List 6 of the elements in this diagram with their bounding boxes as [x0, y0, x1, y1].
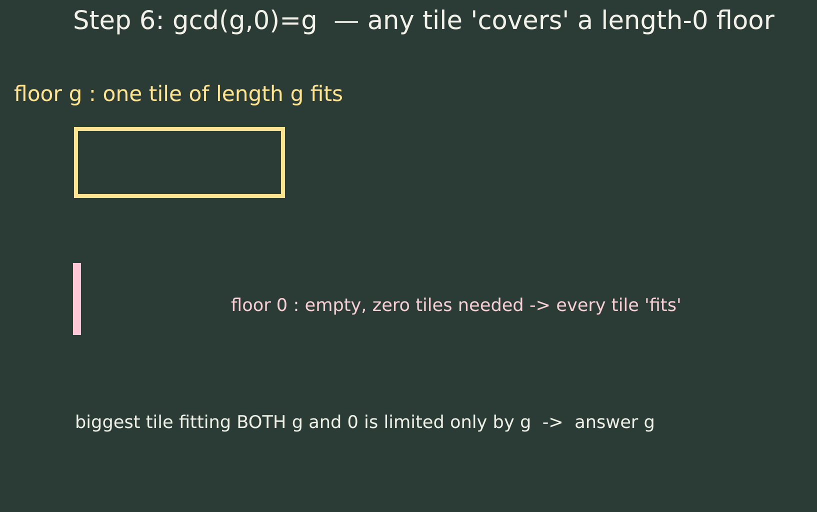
outlined-rectangle	[74, 127, 285, 198]
floor-caption: floor 0 : empty, zero tiles needed -> every tile 'fits'	[231, 296, 682, 318]
floor-caption: floor g : one tile of length g fits	[14, 81, 344, 106]
vertical-bar	[73, 263, 81, 335]
summary-note: biggest tile fitting BOTH g and 0 is limited only by g -> answer g	[75, 413, 655, 434]
title: Step 6: gcd(g,0)=g — any tile 'covers' a length-0 floor	[73, 6, 774, 37]
